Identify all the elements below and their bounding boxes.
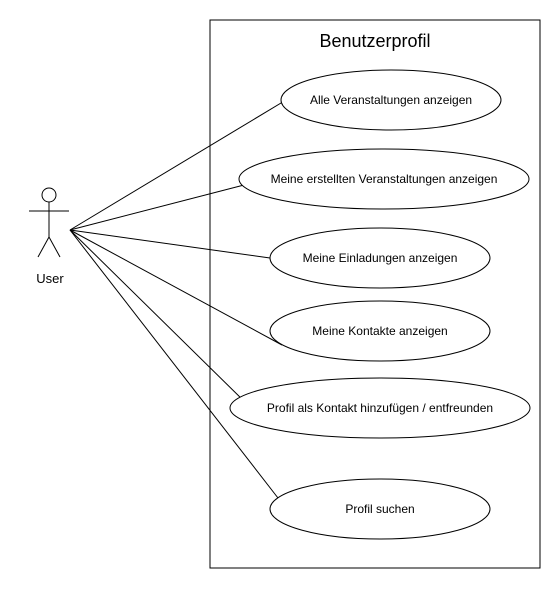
actor-right-leg [48,236,61,258]
actor-user: User [29,187,69,286]
use-case-label: Profil suchen [345,502,414,516]
association-line [69,229,271,259]
use-case-3: Meine Einladungen anzeigen [269,227,491,289]
use-case-6: Profil suchen [269,478,491,540]
system-title: Benutzerprofil [319,31,430,51]
use-case-ellipse [269,300,491,362]
use-case-ellipse [269,227,491,289]
use-case-ellipse [280,69,502,131]
use-case-1: Alle Veranstaltungen anzeigen [280,69,502,131]
actor-head [41,187,57,203]
actor-left-leg [37,236,50,258]
use-case-ellipse [229,377,531,439]
association-line [69,229,283,346]
use-case-2: Meine erstellten Veranstaltungen anzeige… [238,148,530,210]
use-case-4: Meine Kontakte anzeigen [269,300,491,362]
use-case-label: Meine erstellten Veranstaltungen anzeige… [271,172,498,186]
use-case-label: Alle Veranstaltungen anzeigen [310,93,472,107]
association-line [69,184,245,231]
actor-name: User [36,271,64,286]
use-case-5: Profil als Kontakt hinzufügen / entfreun… [229,377,531,439]
association-line [69,99,287,231]
use-case-label: Profil als Kontakt hinzufügen / entfreun… [267,401,493,415]
use-case-ellipse [269,478,491,540]
use-case-label: Meine Kontakte anzeigen [312,324,447,338]
association-line [69,229,279,499]
association-lines [69,99,287,499]
use-case-label: Meine Einladungen anzeigen [303,251,458,265]
association-line [69,229,249,406]
use-case-ellipse [238,148,530,210]
